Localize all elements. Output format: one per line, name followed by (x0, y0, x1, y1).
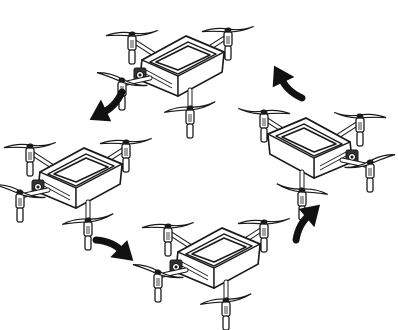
arrow-bottom-left (93, 225, 141, 270)
drone-top (96, 23, 254, 138)
drone-right (238, 105, 396, 220)
drone-left (0, 135, 152, 250)
arrow-top-right (264, 60, 306, 108)
drone-bottom (132, 215, 290, 330)
